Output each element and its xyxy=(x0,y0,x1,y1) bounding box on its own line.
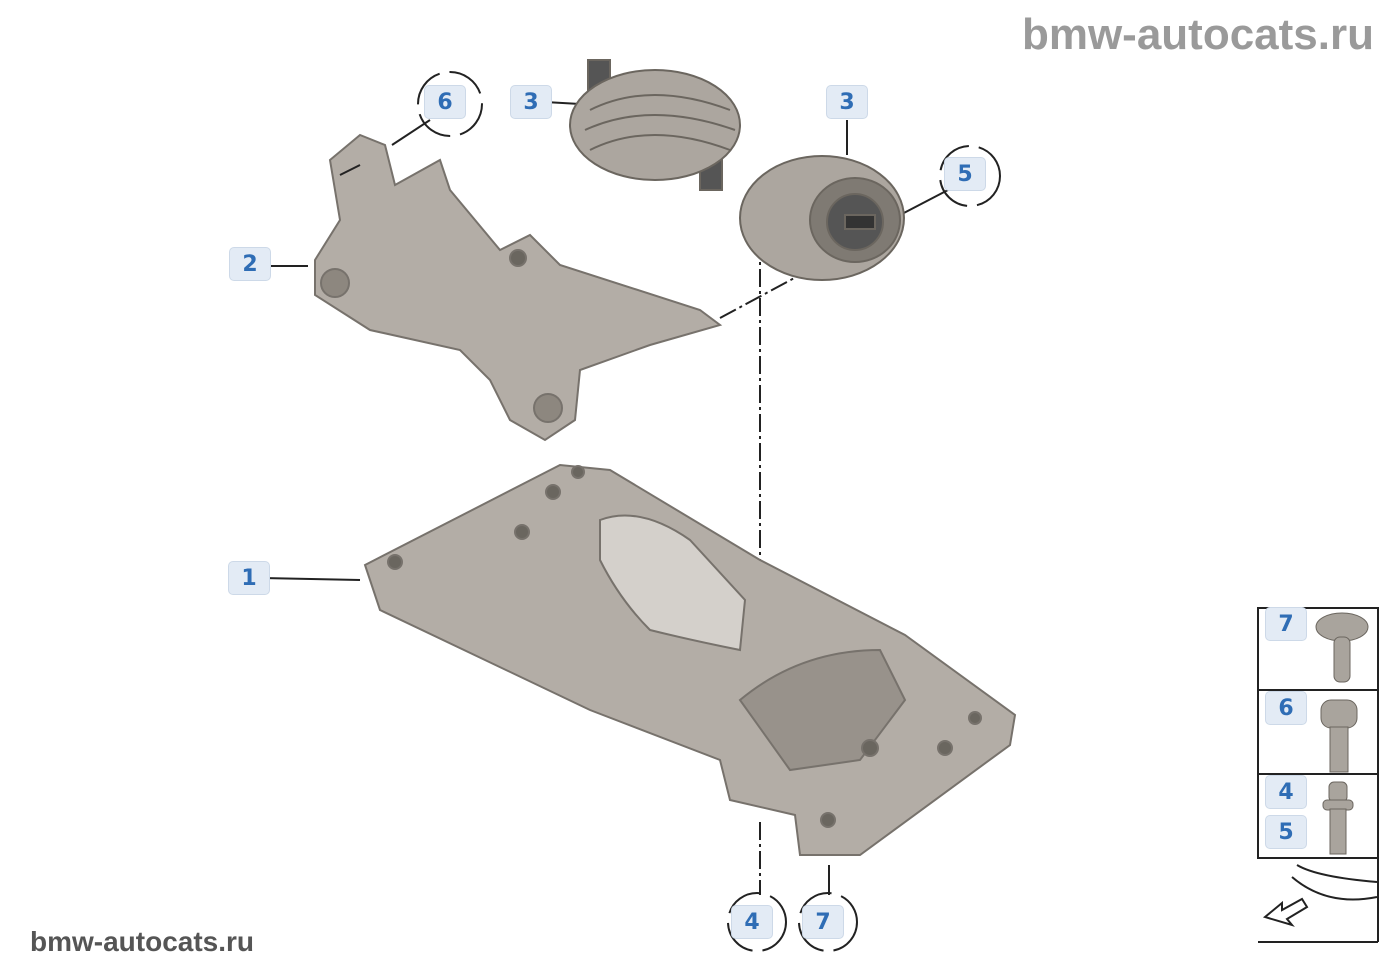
socket-head-bolt-icon xyxy=(1320,699,1358,773)
hex-flange-bolt-icon xyxy=(1315,612,1369,683)
watermark-top: bmw-autocats.ru xyxy=(1021,10,1374,59)
callout-2[interactable]: 2 xyxy=(229,247,271,281)
callout-1[interactable]: 1 xyxy=(228,561,270,595)
vehicle-front-arrow-icon xyxy=(1262,864,1378,927)
watermark-bottom: bmw-autocats.ru xyxy=(30,926,255,957)
flange-bolt-icon xyxy=(1322,781,1354,855)
callout-7[interactable]: 7 xyxy=(802,905,844,939)
callout-4[interactable]: 4 xyxy=(731,905,773,939)
legend-label-7[interactable]: 7 xyxy=(1265,607,1307,641)
engine-mount-right-part xyxy=(739,155,905,281)
fastener-legend-frame xyxy=(1257,607,1379,943)
bracket-part xyxy=(314,133,723,442)
fastener-legend-panel: 7 6 4 5 xyxy=(1257,607,1379,943)
gearbox-support-part xyxy=(363,463,1017,856)
engine-mount-left-part xyxy=(569,59,741,191)
callout-5[interactable]: 5 xyxy=(944,157,986,191)
legend-label-4[interactable]: 4 xyxy=(1265,775,1307,809)
callout-3-left[interactable]: 3 xyxy=(510,85,552,119)
legend-label-6[interactable]: 6 xyxy=(1265,691,1307,725)
callout-3-right[interactable]: 3 xyxy=(826,85,868,119)
callout-6[interactable]: 6 xyxy=(424,85,466,119)
legend-label-5[interactable]: 5 xyxy=(1265,815,1307,849)
